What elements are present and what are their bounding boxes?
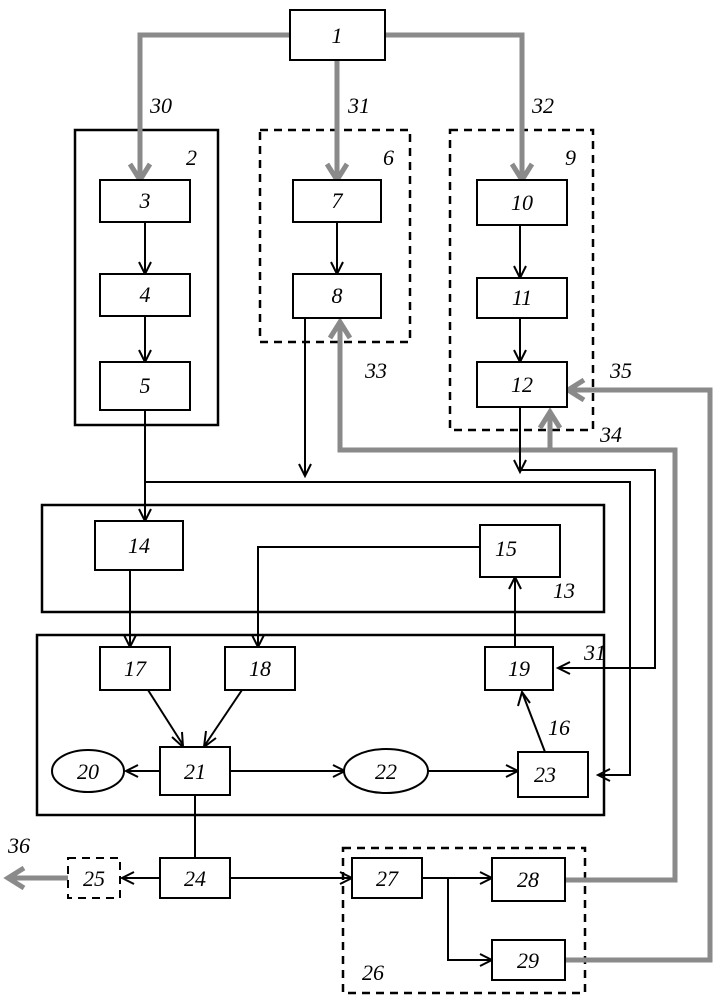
block-5-label: 5 [140,373,151,398]
block-10: 10 [477,180,567,225]
block-24: 24 [160,858,230,898]
block-14-label: 14 [128,533,150,558]
block-4: 4 [100,274,190,316]
block-7: 7 [293,180,381,222]
block-20: 20 [52,750,124,792]
group-9-label: 9 [565,145,576,170]
link-34-label: 34 [599,422,622,447]
block-23: 23 [518,752,588,797]
block-8-label: 8 [332,283,343,308]
group-6-label: 6 [383,145,394,170]
block-23-label: 23 [534,762,556,787]
block-15-label: 15 [495,536,517,561]
link-32-label: 32 [531,93,554,118]
block-12: 12 [477,362,567,407]
block-28-label: 28 [517,867,539,892]
link-35-label: 35 [609,358,632,383]
block-24-label: 24 [184,866,206,891]
group-26-label: 26 [362,960,384,985]
block-3-label: 3 [139,188,151,213]
block-27-label: 27 [376,866,399,891]
block-25-label: 25 [83,866,105,891]
block-19: 19 [485,647,553,690]
link-36-label: 36 [7,833,30,858]
block-7-label: 7 [332,188,344,213]
gray-links [8,35,710,960]
link-31-label: 31 [347,93,370,118]
block-12-label: 12 [511,372,533,397]
block-22-label: 22 [375,759,397,784]
block-5: 5 [100,362,190,410]
block-18-label: 18 [249,656,271,681]
block-29-label: 29 [517,948,539,973]
block-11: 11 [477,278,567,318]
block-29: 29 [492,940,565,980]
black-links [122,222,655,966]
block-14: 14 [95,521,183,570]
block-17-label: 17 [124,656,147,681]
block-17: 17 [100,647,170,690]
group-13-label: 13 [553,578,575,603]
block-27: 27 [352,858,422,898]
block-28: 28 [492,858,565,901]
block-21: 21 [160,747,230,795]
block-8: 8 [293,274,381,318]
group-2-label: 2 [186,145,197,170]
block-21-label: 21 [184,759,206,784]
block-22: 22 [344,749,428,793]
block-15: 15 [480,525,560,577]
link-30-label: 30 [149,93,172,118]
block-25: 25 [68,858,120,898]
block-4-label: 4 [140,282,151,307]
block-11-label: 11 [512,285,532,310]
block-18: 18 [225,647,295,690]
block-3: 3 [100,180,190,222]
block-19-label: 19 [508,656,530,681]
block-1-label: 1 [332,23,343,48]
block-20-label: 20 [77,759,99,784]
block-1: 1 [290,10,385,60]
link-31b-label: 31 [583,640,606,665]
block-10-label: 10 [511,190,533,215]
group-16-label: 16 [548,715,570,740]
link-33-label: 33 [364,358,387,383]
